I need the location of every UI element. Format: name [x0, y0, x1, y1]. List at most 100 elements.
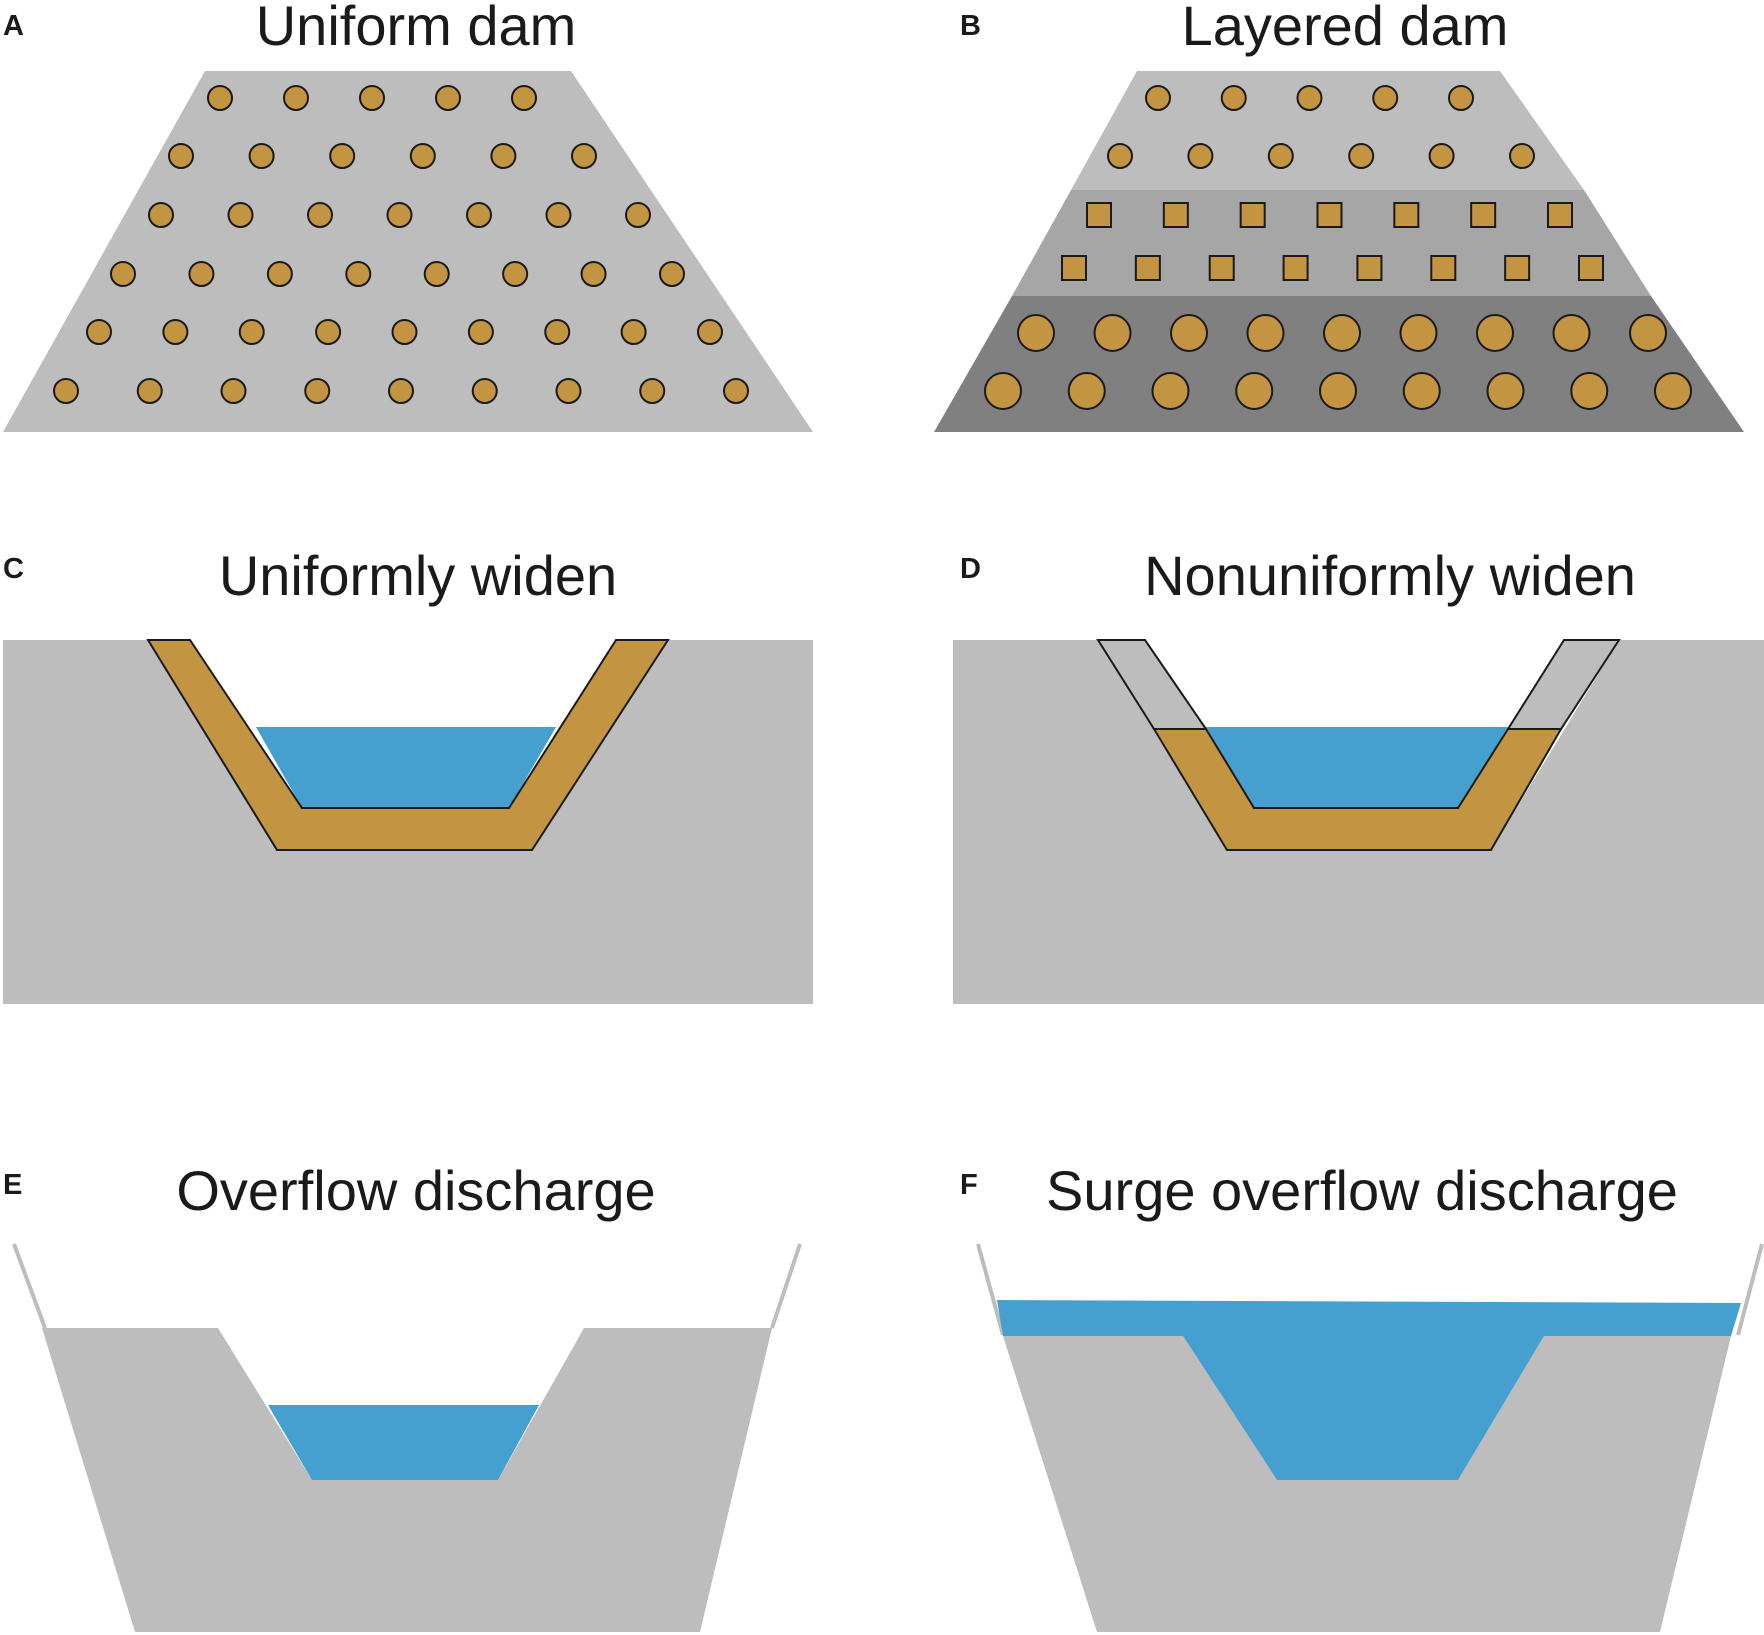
particle-circle	[1107, 143, 1133, 169]
particle-circle	[467, 319, 494, 345]
layered-dam-top-layer	[1071, 71, 1584, 190]
particle-circle	[1187, 143, 1214, 169]
uniform-ground	[3, 640, 813, 1004]
particle-circle-large	[1399, 314, 1438, 352]
particle-circle	[511, 85, 537, 111]
particle-circle	[345, 261, 372, 287]
particle-square	[1282, 255, 1309, 281]
panel-a: A Uniform dam	[3, 0, 813, 432]
uniform-water	[256, 727, 556, 808]
panel-e-title: Overflow discharge	[176, 1159, 655, 1222]
particle-circle	[435, 85, 461, 111]
nonuniform-ground	[953, 640, 1764, 1004]
particle-circle-large	[1629, 314, 1667, 352]
particle-circle	[723, 378, 749, 404]
panel-d-letter: D	[960, 553, 981, 585]
particle-circle	[188, 261, 215, 287]
particle-circle	[625, 202, 651, 228]
panel-d: D Nonuniformly widen	[953, 544, 1764, 1004]
panel-b-title: Layered dam	[1182, 0, 1509, 57]
particle-circle-large	[1235, 372, 1274, 410]
particle-square	[1578, 255, 1604, 281]
particle-circle-large	[984, 372, 1022, 410]
particle-circle	[220, 378, 247, 404]
particle-circle	[283, 85, 309, 111]
particle-circle	[307, 202, 333, 228]
particle-circle	[697, 319, 723, 345]
particle-circle	[1267, 143, 1294, 169]
surge-water	[997, 1300, 1741, 1480]
particle-circle	[162, 319, 189, 345]
particle-square	[1239, 202, 1266, 228]
particle-square	[1061, 255, 1087, 281]
surge-ground	[1003, 1336, 1731, 1632]
particle-square	[1086, 202, 1112, 228]
particle-square	[1430, 255, 1457, 281]
particle-circle	[110, 261, 136, 287]
particle-circle	[148, 202, 174, 228]
particle-circle	[136, 378, 163, 404]
particle-circle	[1428, 143, 1455, 169]
panel-b: B Layered dam	[934, 0, 1744, 432]
particle-circle-large	[1067, 372, 1106, 410]
particle-circle	[1448, 85, 1474, 111]
particle-circle	[168, 143, 194, 169]
nonuniform-widened-bed	[1152, 728, 1563, 851]
particle-circle	[388, 378, 414, 404]
particle-circle-large	[1476, 314, 1514, 352]
uniform-widened-bed	[146, 639, 670, 851]
panel-e-letter: E	[3, 1169, 22, 1201]
right-bank-line	[770, 1243, 802, 1329]
panel-d-title: Nonuniformly widen	[1144, 544, 1636, 607]
particle-square	[1208, 255, 1235, 281]
panel-f: F Surge overflow discharge	[960, 1159, 1764, 1632]
particle-circle	[1220, 85, 1247, 111]
particle-circle	[386, 202, 413, 228]
particle-circle-large	[1402, 372, 1441, 410]
left-bank-line	[976, 1243, 1005, 1336]
particle-circle-large	[1654, 372, 1692, 410]
particle-circle	[471, 378, 498, 404]
particle-circle	[466, 202, 492, 228]
particle-circle-large	[1170, 314, 1208, 352]
particle-circle-large	[1486, 372, 1525, 410]
particle-circle	[544, 319, 571, 345]
particle-circle-large	[1017, 314, 1055, 352]
particle-circle	[502, 261, 529, 287]
panel-e: E Overflow discharge	[3, 1159, 802, 1632]
particle-circle-large	[1246, 314, 1285, 352]
particle-circle	[1145, 85, 1171, 111]
layered-dam-particles	[984, 85, 1692, 410]
particle-circle	[53, 378, 79, 404]
panel-a-letter: A	[3, 10, 24, 42]
particle-circle-large	[1151, 372, 1190, 410]
particle-circle	[391, 319, 418, 345]
particle-circle-large	[1319, 372, 1357, 410]
particle-circle	[304, 378, 331, 404]
left-bank-line	[12, 1243, 47, 1329]
particle-square	[1470, 202, 1497, 228]
particle-circle	[359, 85, 385, 111]
particle-circle	[207, 85, 233, 111]
particle-circle	[639, 378, 666, 404]
particle-circle	[1509, 143, 1535, 169]
particle-circle	[1348, 143, 1375, 169]
particle-circle	[620, 319, 647, 345]
particle-circle-large	[1093, 314, 1132, 352]
particle-circle	[1372, 85, 1399, 111]
particle-circle	[329, 143, 356, 169]
panel-c: C Uniformly widen	[3, 544, 813, 1004]
particle-circle	[580, 261, 607, 287]
uniform-dam-particles	[53, 85, 749, 404]
panel-f-letter: F	[960, 1169, 978, 1201]
overflow-water	[268, 1405, 539, 1480]
panel-a-title: Uniform dam	[256, 0, 577, 57]
panel-c-letter: C	[3, 553, 24, 585]
particle-square	[1393, 202, 1420, 228]
particle-square	[1504, 255, 1531, 281]
panel-c-title: Uniformly widen	[219, 544, 617, 607]
particle-circle-large	[1552, 314, 1591, 352]
right-bank-line	[1736, 1243, 1764, 1336]
uniform-dam-body	[3, 71, 813, 432]
